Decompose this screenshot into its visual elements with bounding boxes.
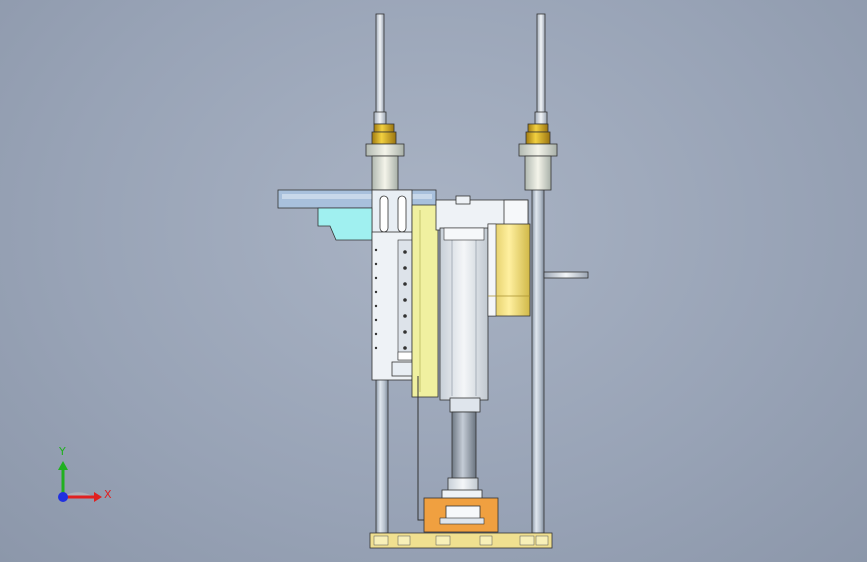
triad-x-label: X bbox=[104, 488, 112, 501]
triad-x-arrow-icon bbox=[94, 492, 102, 502]
triad-z-axis-icon bbox=[58, 492, 68, 502]
triad-y-label: Y bbox=[58, 445, 66, 458]
reference-triad: X Y bbox=[58, 445, 112, 502]
triad-rotation-arc bbox=[64, 492, 92, 496]
triad-y-arrow-icon bbox=[58, 461, 68, 470]
slide-rail[interactable] bbox=[371, 231, 421, 381]
left-brass-bushing[interactable] bbox=[365, 123, 405, 191]
actuator-shaft[interactable] bbox=[441, 411, 483, 501]
actuator-top-housing[interactable] bbox=[435, 195, 529, 231]
cyan-mount-block[interactable] bbox=[317, 207, 373, 241]
linear-actuator[interactable] bbox=[439, 227, 489, 413]
orange-fixture[interactable] bbox=[423, 497, 499, 533]
side-pin[interactable] bbox=[543, 271, 589, 279]
base-plate[interactable] bbox=[369, 532, 553, 549]
stepper-motor[interactable] bbox=[487, 223, 531, 317]
yellow-side-plate[interactable] bbox=[411, 204, 439, 398]
right-brass-bushing[interactable] bbox=[518, 123, 558, 191]
